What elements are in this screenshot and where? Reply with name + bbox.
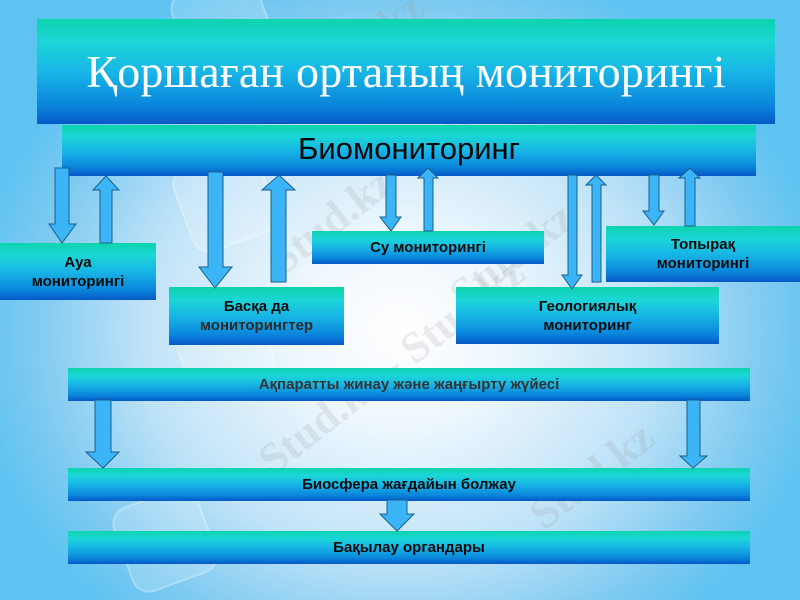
node-geology-monitoring: Геологиялық мониторинг <box>456 287 719 344</box>
node-soil-monitoring: Топырақ мониторингі <box>606 226 800 282</box>
arrow-down-icon <box>678 399 709 469</box>
node-label-line: мониторингтер <box>199 317 314 334</box>
arrow-down-icon <box>84 399 121 469</box>
root-label: Биомониторинг <box>298 130 520 166</box>
title-text: Қоршаған ортаның мониторингі <box>86 46 726 97</box>
bar-label: Ақпаратты жинау және жаңғырту жүйесі <box>258 376 560 393</box>
arrow-down-icon <box>641 174 665 226</box>
arrow-up-icon <box>677 167 702 227</box>
node-data-collection-system: Ақпаратты жинау және жаңғырту жүйесі <box>68 368 750 401</box>
node-biosphere-forecast: Биосфера жағдайын болжау <box>68 468 750 501</box>
node-label-line: мониторингі <box>656 255 750 272</box>
node-label-line: Басқа да <box>223 298 290 315</box>
bar-label: Биосфера жағдайын болжау <box>302 476 516 493</box>
node-label-line: Геологиялық <box>538 297 637 315</box>
arrow-down-icon <box>197 171 234 289</box>
root-node-biomonitoring: Биомониторинг <box>62 125 756 176</box>
node-label-line: Су мониторингі <box>370 239 486 256</box>
arrow-down-icon <box>378 174 402 232</box>
bar-label: Бақылау органдары <box>333 539 485 556</box>
node-label-line: Топырақ <box>670 236 736 253</box>
node-label-line: мониторингі <box>31 272 125 290</box>
diagram-title: Қоршаған ортаның мониторингі <box>37 19 775 124</box>
arrow-up-icon <box>584 174 608 283</box>
arrow-down-icon <box>378 499 416 532</box>
arrow-up-icon <box>91 175 121 244</box>
node-water-monitoring: Су мониторингі <box>312 231 544 264</box>
node-label-line: Ауа <box>64 253 92 271</box>
node-control-authorities: Бақылау органдары <box>68 531 750 564</box>
arrow-down-icon <box>48 167 77 244</box>
node-other-monitoring: Басқа да мониторингтер <box>169 287 344 345</box>
arrow-down-icon <box>561 174 583 290</box>
arrow-up-icon <box>416 167 440 232</box>
arrow-up-icon <box>260 174 297 283</box>
node-label-line: мониторинг <box>543 316 632 334</box>
node-air-monitoring: Ауа мониторингі <box>0 243 156 300</box>
